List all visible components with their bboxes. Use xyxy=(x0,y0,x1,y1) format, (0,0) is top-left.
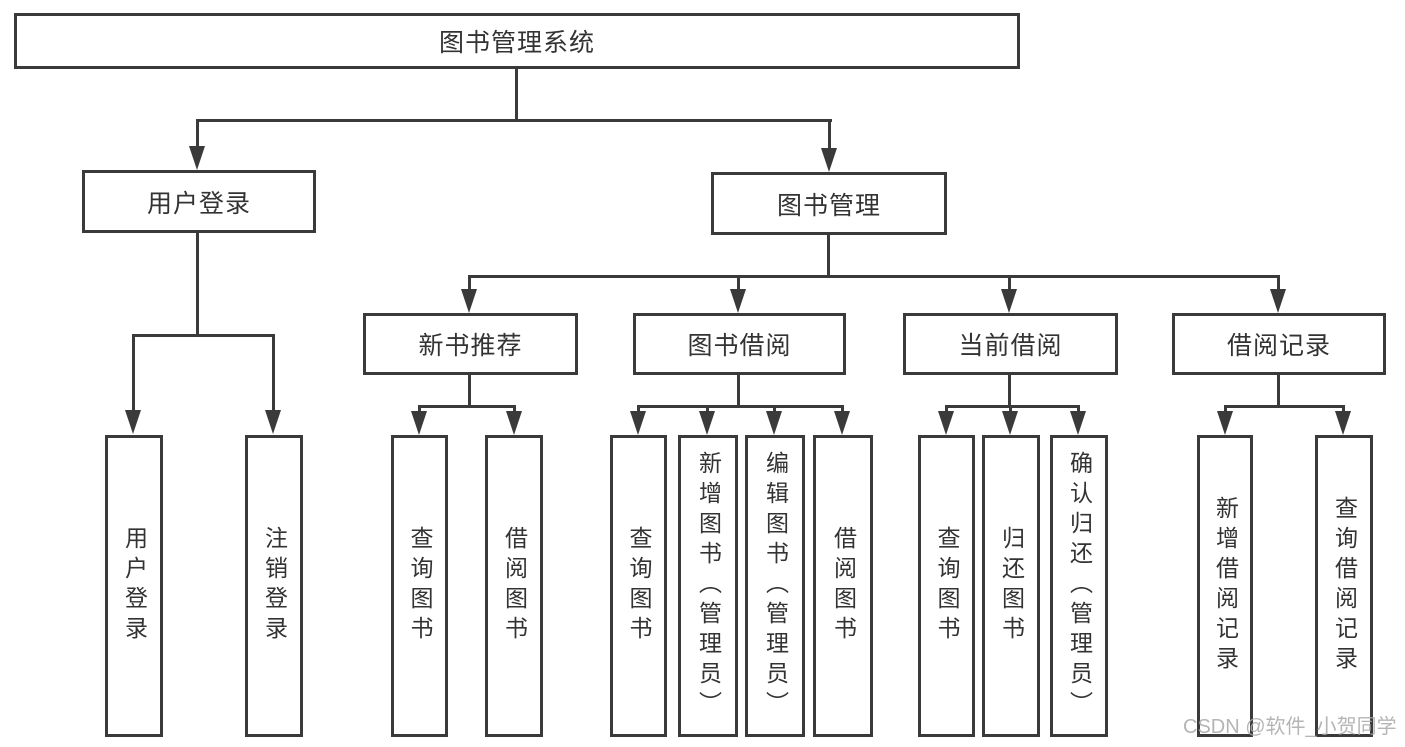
connector-line xyxy=(828,119,831,154)
arrowhead-down-icon xyxy=(630,411,646,435)
connector-line xyxy=(945,405,1080,408)
arrowhead-down-icon xyxy=(189,146,205,170)
node-label: 借阅图书 xyxy=(501,526,528,646)
arrowhead-down-icon xyxy=(821,148,837,172)
arrowhead-down-icon xyxy=(1001,289,1017,313)
arrowhead-down-icon xyxy=(938,411,954,435)
node-label: 用户登录 xyxy=(121,526,148,646)
node-nb-query-books: 查询图书 xyxy=(391,435,448,737)
node-label: 借阅图书 xyxy=(830,526,857,646)
node-label: 归还图书 xyxy=(998,526,1025,646)
connector-line xyxy=(513,405,516,415)
node-bb-borrow-books: 借阅图书 xyxy=(813,435,873,737)
arrowhead-down-icon xyxy=(411,411,427,435)
arrowhead-down-icon xyxy=(730,289,746,313)
connector-line xyxy=(196,233,199,337)
connector-line xyxy=(827,235,830,278)
arrowhead-down-icon xyxy=(125,410,141,434)
arrowhead-down-icon xyxy=(506,411,522,435)
arrowhead-down-icon xyxy=(1070,411,1086,435)
arrowhead-down-icon xyxy=(834,411,850,435)
node-label: 新增借阅记录 xyxy=(1212,496,1239,676)
connector-line xyxy=(468,275,1280,278)
node-nb-borrow-books: 借阅图书 xyxy=(485,435,543,737)
node-cb-query-books: 查询图书 xyxy=(918,435,975,737)
node-br-add-record: 新增借阅记录 xyxy=(1197,435,1253,737)
connector-line xyxy=(841,405,844,415)
node-label: 图书管理系统 xyxy=(438,29,595,57)
connector-line xyxy=(637,405,844,408)
node-current-borrowing: 当前借阅 xyxy=(903,313,1118,375)
connector-line xyxy=(272,334,275,414)
connector-line xyxy=(1009,405,1012,415)
connector-line xyxy=(1277,275,1280,293)
node-label: 编辑图书（管理员） xyxy=(762,451,789,721)
connector-line xyxy=(1077,405,1080,415)
node-label: 查询图书 xyxy=(626,526,652,646)
node-library-system: 图书管理系统 xyxy=(14,13,1020,69)
node-label: 注销登录 xyxy=(261,526,288,646)
connector-line xyxy=(132,334,135,414)
node-label: 查询借阅记录 xyxy=(1331,496,1358,676)
connector-line xyxy=(196,119,832,122)
node-label: 新增图书（管理员） xyxy=(695,451,722,721)
node-book-management: 图书管理 xyxy=(711,172,947,235)
node-bb-edit-books: 编辑图书（管理员） xyxy=(745,435,805,737)
arrowhead-down-icon xyxy=(1002,411,1018,435)
node-user-login-group: 用户登录 xyxy=(82,170,316,233)
connector-line xyxy=(418,405,516,408)
node-label: 图书借阅 xyxy=(687,332,792,360)
node-label: 借阅记录 xyxy=(1226,332,1331,360)
connector-line xyxy=(196,119,199,151)
connector-line xyxy=(706,405,709,415)
connector-line xyxy=(1224,405,1345,408)
node-br-query-record: 查询借阅记录 xyxy=(1315,435,1373,737)
node-borrowing-records: 借阅记录 xyxy=(1172,313,1386,375)
connector-line xyxy=(637,405,640,415)
node-cb-confirm-return: 确认归还（管理员） xyxy=(1050,435,1108,737)
connector-line xyxy=(773,405,776,415)
connector-line xyxy=(132,334,275,337)
arrowhead-down-icon xyxy=(1335,411,1351,435)
node-user-login: 用户登录 xyxy=(105,435,163,737)
node-cb-return-books: 归还图书 xyxy=(982,435,1040,737)
connector-line xyxy=(1277,375,1280,407)
node-logout: 注销登录 xyxy=(245,435,303,737)
csdn-watermark: CSDN @软件_小贺同学 xyxy=(1183,716,1397,738)
connector-line xyxy=(468,275,471,293)
connector-line xyxy=(1008,275,1011,293)
node-new-book-recommend: 新书推荐 xyxy=(363,313,578,375)
arrowhead-down-icon xyxy=(461,289,477,313)
connector-line xyxy=(515,68,518,121)
node-label: 查询图书 xyxy=(934,526,960,646)
node-label: 图书管理 xyxy=(776,191,881,220)
node-label: 查询图书 xyxy=(407,526,433,646)
node-label: 新书推荐 xyxy=(418,332,523,360)
node-label: 当前借阅 xyxy=(958,332,1063,360)
node-bb-add-books: 新增图书（管理员） xyxy=(678,435,738,737)
arrowhead-down-icon xyxy=(1217,411,1233,435)
connector-line xyxy=(1342,405,1345,415)
connector-line xyxy=(1008,375,1011,407)
arrowhead-down-icon xyxy=(1270,289,1286,313)
connector-line xyxy=(737,275,740,293)
node-label: 用户登录 xyxy=(146,189,251,218)
arrowhead-down-icon xyxy=(265,410,281,434)
connector-line xyxy=(945,405,948,415)
arrowhead-down-icon xyxy=(699,411,715,435)
node-label: 确认归还（管理员） xyxy=(1066,451,1093,721)
node-book-borrowing: 图书借阅 xyxy=(633,313,846,375)
connector-line xyxy=(468,375,471,407)
connector-line xyxy=(1224,405,1227,415)
arrowhead-down-icon xyxy=(766,411,782,435)
connector-line xyxy=(737,375,740,407)
connector-line xyxy=(418,405,421,415)
node-bb-query-books: 查询图书 xyxy=(610,435,667,737)
